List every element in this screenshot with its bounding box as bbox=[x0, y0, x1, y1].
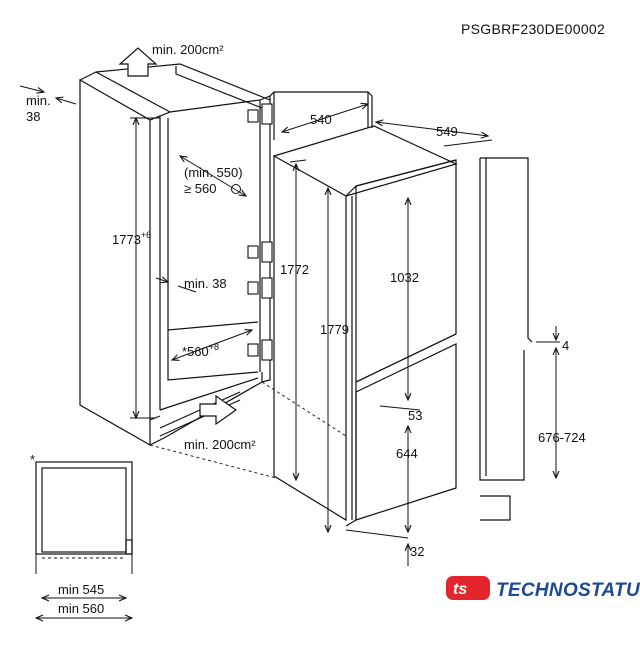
dim-1773-label: 1773+6 bbox=[112, 230, 151, 247]
dim-niche-depth bbox=[180, 156, 246, 196]
niche-cabinet bbox=[79, 63, 271, 447]
vent-up-arrow-icon bbox=[118, 47, 158, 77]
floor-guide bbox=[149, 381, 347, 479]
dim-560 bbox=[172, 330, 252, 360]
dim-549 bbox=[376, 122, 493, 147]
dim-644-label: 644 bbox=[396, 446, 418, 461]
depth-circle-icon bbox=[231, 184, 241, 194]
logo-mark-text: ts bbox=[453, 581, 467, 598]
vent-top-label: min. 200cm² bbox=[152, 42, 224, 57]
dim-676-724-label: 676-724 bbox=[538, 430, 586, 445]
logo-name: TECHNOSTATUS bbox=[496, 580, 640, 601]
dim-4 bbox=[536, 326, 560, 360]
dim-32 bbox=[345, 529, 408, 566]
dim-1772 bbox=[289, 159, 307, 480]
dim-560-label: *560+8 bbox=[182, 342, 219, 359]
hinge-top bbox=[247, 103, 273, 125]
dim-ge560-label: ≥ 560 bbox=[184, 181, 216, 196]
logo-mark-icon bbox=[446, 576, 490, 600]
dim-540 bbox=[282, 104, 368, 132]
dim-min545-label: min 545 bbox=[58, 582, 104, 597]
dim-549-label: 549 bbox=[436, 124, 458, 139]
dim-540-label: 540 bbox=[310, 112, 332, 127]
dim-1772-label: 1772 bbox=[280, 262, 309, 277]
dim-min560-plan-label: min 560 bbox=[58, 601, 104, 616]
vent-in-arrow-icon bbox=[199, 394, 238, 426]
dim-min38-top-label: min. bbox=[26, 93, 51, 108]
vent-bottom-label: min. 200cm² bbox=[184, 437, 256, 452]
hinge-middle bbox=[247, 241, 273, 299]
dim-1773 bbox=[130, 118, 160, 418]
plan-detail bbox=[35, 461, 133, 574]
technostatus-logo: ts TECHNOSTATUS bbox=[446, 576, 640, 601]
dim-min38-top bbox=[19, 85, 77, 105]
dim-min38-mid-label: min. 38 bbox=[184, 276, 227, 291]
dim-1032 bbox=[379, 198, 421, 411]
product-code: PSGBRF230DE00002 bbox=[461, 21, 605, 37]
dim-4-label: 4 bbox=[562, 338, 569, 353]
dim-32-label: 32 bbox=[410, 544, 424, 559]
dim-min550-label: (min. 550) bbox=[184, 165, 243, 180]
appliance-body bbox=[273, 125, 458, 527]
dim-1779-label: 1779 bbox=[320, 322, 349, 337]
dim-min38-top-value: 38 bbox=[26, 109, 40, 124]
dim-min38-mid bbox=[155, 278, 197, 293]
dim-1032-label: 1032 bbox=[390, 270, 419, 285]
dim-53-label: 53 bbox=[408, 408, 422, 423]
plan-star: * bbox=[30, 452, 35, 467]
furniture-door-profile bbox=[479, 157, 533, 521]
